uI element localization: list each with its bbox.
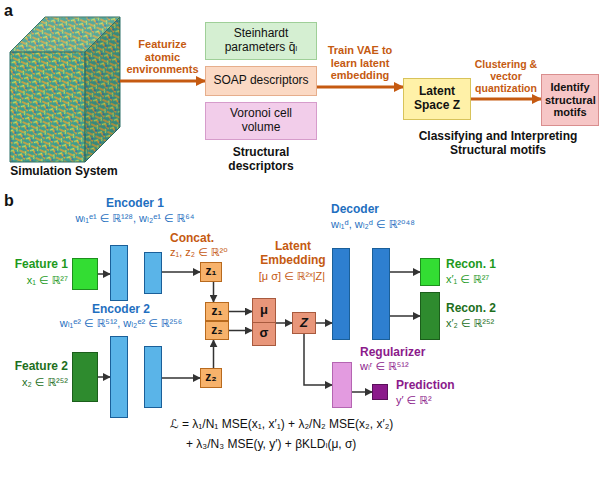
recon-box: Recon. 2x′₂ ∈ ℝ²⁵² [420,292,440,340]
arrow-connector [276,322,292,324]
concat-box: z₁ [205,302,229,321]
arrow-connector [390,271,420,273]
arrow-connector [162,271,200,273]
arrow-connector [98,273,110,275]
node-heading: Decoder [331,203,511,217]
node-text: z₂ [204,371,218,385]
node-text: Steinhardt parameters q̄ₗ [209,27,313,55]
node-text: μ [253,299,275,323]
node-heading: Recon. 2 [446,302,556,316]
node-text: SOAP descriptors [209,74,313,88]
descriptor-box: Voronoi cell volume [205,102,317,140]
latent-z-box: Z [292,312,316,334]
node-text: z₂ [209,324,225,338]
node-subtext: x₂ ∈ ℝ²⁵² [4,376,68,389]
feature-box: Feature 1x₁ ∈ ℝ²⁷ [72,258,98,290]
arrow-connector [162,377,200,379]
node-text: Voronoi cell volume [209,107,313,135]
panel-letter: a [4,2,24,20]
node-heading: Simulation System [3,165,125,179]
node-subtext: x₁ ∈ ℝ²⁷ [4,274,68,287]
recon-box: Recon. 1x′₁ ∈ ℝ²⁷ [420,258,440,286]
node-heading: Prediction [396,379,506,393]
edge-label: Clustering & vector quantization [472,58,540,94]
arrow-connector [229,330,252,332]
node-subtext: wₗ₁ᵉ² ∈ ℝ⁵¹², wₗ₂ᵉ² ∈ ℝ²⁵⁶ [41,317,201,330]
node-subtext: y′ ∈ ℝ² [396,394,506,407]
descriptor-box: SOAP descriptors [205,66,317,96]
panel-letter: b [4,192,24,210]
encoder-block: Encoder 1wₗ₁ᵉ¹ ∈ ℝ¹²⁸, wₗ₂ᵉ¹ ∈ ℝ⁶⁴ [110,245,162,301]
node-subtext: x′₂ ∈ ℝ²⁵² [446,317,556,330]
arrow-connector [213,282,215,302]
latent-vector-box: z₁ [200,262,222,282]
layer-bar [332,248,350,340]
node-subtext: wₗ₁ᵈ, wₗ₂ᵈ ∈ ℝ²⁰⁴⁸ [331,218,511,231]
node-text: Z [296,316,312,331]
simulation-cube-node: Simulation System [10,17,120,163]
encoder-block: Encoder 2wₗ₁ᵉ² ∈ ℝ⁵¹², wₗ₂ᵉ² ∈ ℝ²⁵⁶ [110,336,162,418]
annotation: + λ₃/N₃ MSE(y, y′) + βKLDₗ(μ, σ) [186,438,466,452]
node-heading: Feature 2 [4,360,68,374]
mu-sigma-box: μσ [252,298,276,346]
node-text: Latent Space Z [407,85,467,113]
arrow-connector [229,311,252,313]
arrow-connector [317,86,403,89]
node-heading: Recon. 1 [446,258,556,272]
node-text: z₁ [209,305,225,319]
annotation: Classifying and Interpreting Structural … [398,130,598,158]
layer-bar [144,252,162,294]
annotation: Concat. [170,232,260,246]
latent-space-box: Latent Space Z [403,78,471,120]
arrow-connector [471,98,541,101]
annotation: ℒ = λ₁/N₁ MSE(x₁, x′₁) + λ₂/N₂ MSE(x₂, x… [170,418,470,432]
layer-bar [110,245,128,301]
concat-box: z₂ [205,321,229,340]
node-heading: Encoder 2 [41,303,201,317]
annotation: z₁, z₂ ∈ ℝ²⁰ [170,246,260,259]
annotation: Structural descriptors [200,146,322,174]
regularizer-bar: Regularizerwₗʳ ∈ ℝ⁵¹² [332,362,352,408]
decoder-block: Decoderwₗ₁ᵈ, wₗ₂ᵈ ∈ ℝ²⁰⁴⁸ [332,248,390,340]
arrow-connector [98,376,110,378]
node-subtext: wₗʳ ∈ ℝ⁵¹² [360,360,470,373]
prediction-box: Predictiony′ ∈ ℝ² [372,384,388,400]
arrow-connector [390,315,420,317]
node-heading: Regularizer [360,346,470,360]
arrow-connector [213,340,215,368]
arrow-connector [352,391,372,393]
simulation-cube [10,17,120,162]
edge-label: Featurize atomic environments [124,38,202,76]
layer-bar [110,336,128,418]
motif-box: Identify structural motifs [541,74,599,126]
feature-box: Feature 2x₂ ∈ ℝ²⁵² [72,352,98,402]
annotation: [μ σ] ∈ ℝ²ˣ|Z| [250,270,334,283]
descriptor-box: Steinhardt parameters q̄ₗ [205,22,317,60]
arrow-connector [316,322,332,324]
node-text: σ [253,323,275,346]
node-heading: Encoder 1 [55,197,215,211]
latent-vector-box: z₂ [200,368,222,388]
node-heading: Feature 1 [4,258,68,272]
node-subtext: wₗ₁ᵉ¹ ∈ ℝ¹²⁸, wₗ₂ᵉ¹ ∈ ℝ⁶⁴ [55,212,215,225]
node-subtext: x′₁ ∈ ℝ²⁷ [446,273,556,286]
node-text: z₁ [204,265,218,279]
node-text: Identify structural motifs [545,81,595,119]
layer-bar [372,248,390,340]
arrow-connector [304,334,332,385]
edge-label: Train VAE to learn latent embedding [318,44,402,82]
annotation: Latent Embedding [256,240,330,268]
layer-bar [144,346,162,408]
arrow-connector [120,80,205,83]
